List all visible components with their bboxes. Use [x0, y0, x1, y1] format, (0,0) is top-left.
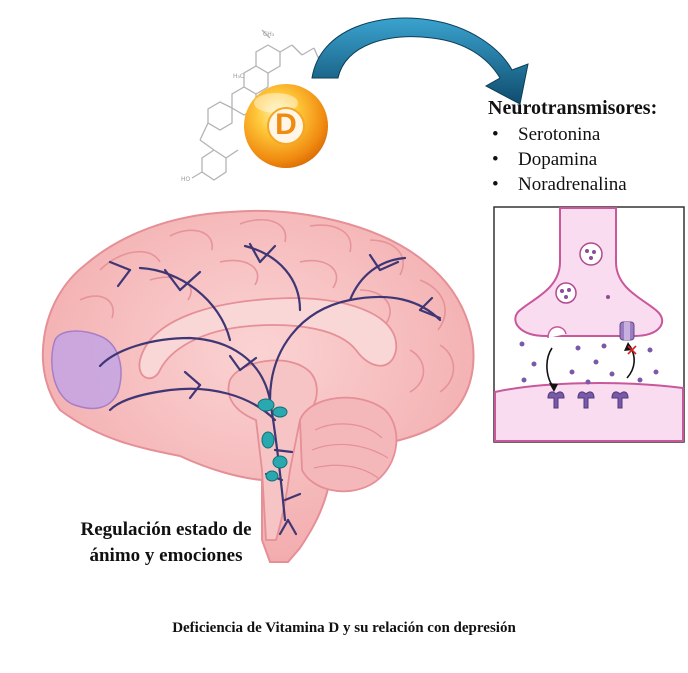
- postsynaptic-membrane: [494, 382, 684, 442]
- vesicle: [555, 282, 577, 304]
- molecule-label-h3c: H₃C: [233, 73, 244, 80]
- molecule-label-ho: HO: [181, 176, 191, 183]
- brainstem-nuclei: [257, 398, 288, 482]
- molecule-label-ch3: CH₃: [263, 31, 275, 38]
- synapse-panel: [493, 206, 685, 443]
- vitamin-d-letter: D: [275, 108, 297, 141]
- vitamin-d-orb: [244, 84, 328, 168]
- neural-pathways: [98, 242, 442, 536]
- prefrontal-cortex-region: [51, 330, 122, 410]
- blocked-reuptake-icon: [627, 345, 637, 355]
- figure-caption: Deficiencia de Vitamina D y su relación …: [172, 620, 516, 636]
- brain-illustration: [41, 209, 475, 563]
- brain-caption-line2: ánimo y emociones: [89, 545, 243, 566]
- brain-caption-line1: Regulación estado de: [80, 519, 252, 540]
- vesicle: [579, 242, 603, 266]
- neurotransmitter-title: Neurotransmisores:: [488, 97, 658, 119]
- neurotransmitter-list: Serotonina Dopamina Noradrenalina: [488, 122, 688, 197]
- vitamin-d-molecule-icon: [191, 29, 321, 181]
- list-item: Dopamina: [488, 147, 688, 172]
- brain-caption: Regulación estado de ánimo y emociones: [56, 517, 276, 569]
- list-item: Noradrenalina: [488, 172, 688, 197]
- list-item: Serotonina: [488, 122, 688, 147]
- neurotransmitter-box: Neurotransmisores: Serotonina Dopamina N…: [488, 96, 688, 197]
- curved-arrow-icon: [311, 17, 529, 105]
